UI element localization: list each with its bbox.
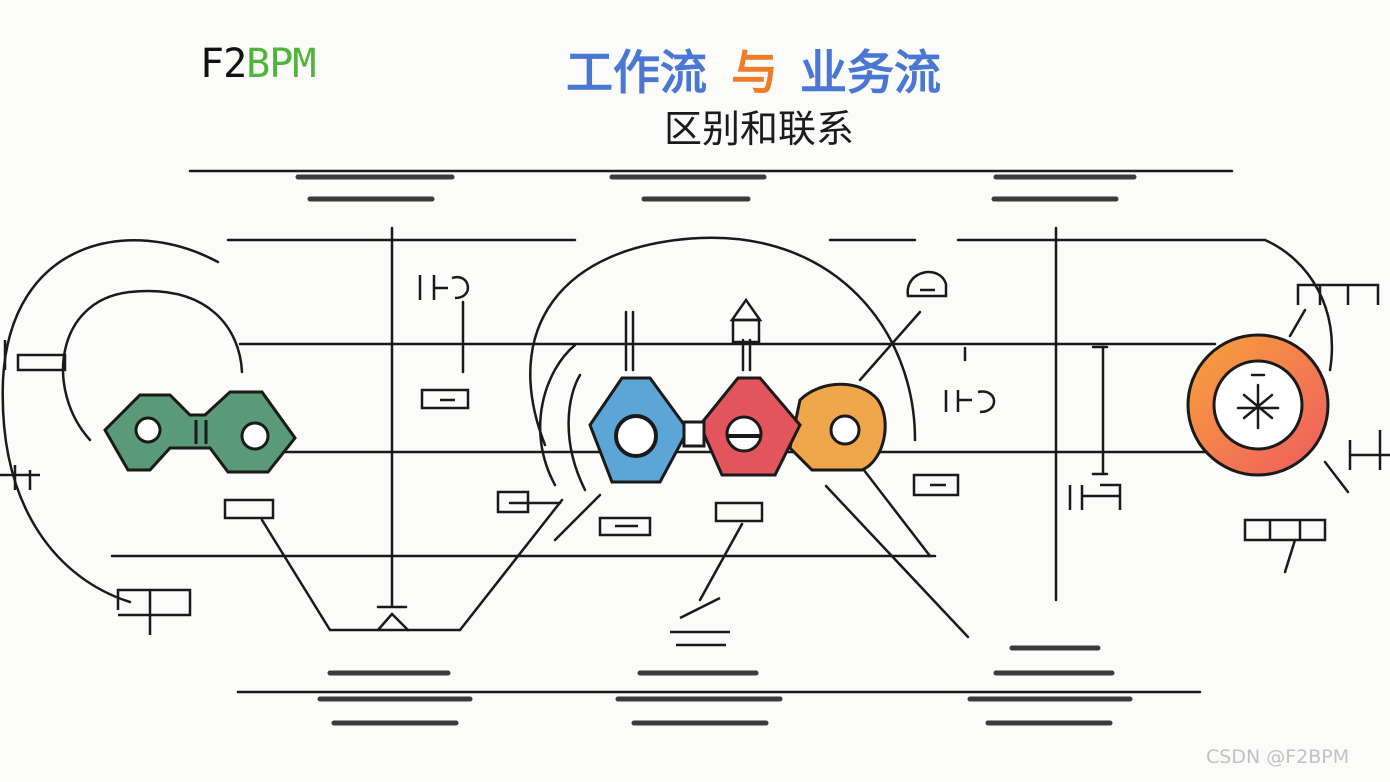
tricolor-link-icon <box>588 376 887 484</box>
placeholder-glyph <box>906 270 948 298</box>
brand-logo-part1: F2 <box>200 41 247 87</box>
title-business-flow: 业务流 <box>800 46 941 101</box>
loop-arc <box>567 373 587 492</box>
connector-box <box>731 318 761 344</box>
connector-line <box>553 493 602 542</box>
placeholder-glyph <box>496 490 530 514</box>
placeholder-glyph <box>1243 518 1327 542</box>
connector-line <box>390 612 410 632</box>
loop-arc <box>529 236 917 447</box>
loop-arc <box>1 239 220 604</box>
loop-arc <box>1263 238 1334 372</box>
placeholder-glyph <box>944 390 996 414</box>
placeholder-glyph <box>598 516 652 537</box>
placeholder-glyph <box>420 388 470 410</box>
connector-line <box>1283 538 1297 574</box>
placeholder-glyph <box>1348 430 1390 470</box>
connector-line <box>858 463 932 558</box>
placeholder-glyph <box>418 275 470 300</box>
placeholder-glyph <box>1068 483 1122 510</box>
loop-arc <box>539 343 577 487</box>
page-subtitle: 区别和联系 <box>664 107 855 151</box>
title-and: 与 <box>731 46 778 101</box>
watermark: CSDN @F2BPM <box>1206 746 1350 768</box>
connector-line <box>376 612 394 632</box>
connector-line <box>260 498 564 632</box>
loop-arc <box>61 289 244 442</box>
placeholder-glyph <box>1296 283 1380 305</box>
placeholder-glyph <box>0 465 40 490</box>
placeholder-box <box>223 498 275 520</box>
connector-line <box>824 484 970 639</box>
page-title: 工作流与业务流 <box>566 44 941 104</box>
orange-ring-icon <box>1186 333 1330 477</box>
title-workflow: 工作流 <box>566 46 707 101</box>
brand-logo: F2BPM <box>200 38 316 90</box>
brand-logo-part2: BPM <box>246 41 316 87</box>
connector-line <box>1323 460 1350 494</box>
placeholder-box <box>714 501 764 523</box>
placeholder-glyph <box>670 596 730 647</box>
placeholder-glyph <box>912 473 960 497</box>
connector-line <box>729 297 763 322</box>
placeholder-glyph <box>3 340 67 372</box>
connector-line <box>1288 308 1307 338</box>
connector-line <box>698 522 744 602</box>
connector-line <box>858 310 922 382</box>
placeholder-glyph <box>116 588 192 635</box>
green-link-icon <box>103 390 297 474</box>
